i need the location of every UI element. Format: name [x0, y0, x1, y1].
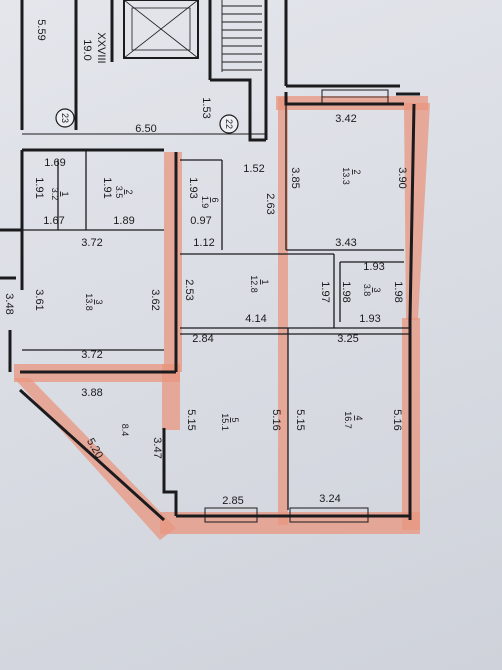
stair-area: 19.0 — [81, 39, 93, 60]
room-5: 5 15.1 — [220, 413, 240, 431]
axis-label-22: 22 — [224, 119, 234, 129]
room-2: 2 13.3 — [341, 167, 362, 185]
dim-516-a: 5.16 — [270, 409, 282, 430]
stair-number: XXVIII — [95, 32, 107, 63]
svg-text:2: 2 — [124, 189, 134, 194]
dim-388: 3.88 — [81, 387, 102, 399]
dim-285: 2.85 — [222, 495, 243, 507]
room-2-left: 2 3.5 — [114, 186, 134, 199]
dim-362: 3.62 — [149, 289, 161, 310]
dim-193: 1.93 — [187, 177, 199, 198]
main-apartment-dims: 1.52 1.93 0.97 1.12 2.63 2.53 3.42 3.85 … — [183, 113, 408, 507]
room-4: 4 16.7 — [343, 411, 364, 429]
room-3-small: 3 3.8 — [362, 284, 382, 297]
left-apartment-dims: 1.69 1.91 1.91 1.67 1.89 3.72 3.72 3.61 … — [3, 157, 163, 461]
svg-text:3.2: 3.2 — [50, 188, 60, 201]
dim-385: 3.85 — [289, 167, 301, 188]
axis-markers: 23 22 — [55, 108, 239, 134]
svg-text:3.8: 3.8 — [362, 284, 372, 297]
svg-text:3: 3 — [372, 287, 382, 292]
dim-197: 1.97 — [319, 281, 331, 302]
axis-marker-22 — [219, 114, 239, 134]
svg-text:13.3: 13.3 — [341, 167, 351, 185]
dim-167: 1.67 — [43, 215, 64, 227]
svg-text:12.8: 12.8 — [249, 275, 259, 293]
svg-text:1: 1 — [260, 279, 270, 284]
walls — [0, 0, 420, 523]
dim-347: 3.47 — [151, 437, 163, 458]
dim-169: 1.69 — [44, 157, 65, 169]
room-1: 1 12.8 — [249, 275, 270, 293]
svg-text:5: 5 — [230, 417, 240, 422]
stair-depth-dim: 1.53 — [200, 97, 212, 118]
svg-text:16.7: 16.7 — [343, 411, 353, 429]
dim-390: 3.90 — [396, 167, 408, 188]
dim-253: 2.53 — [183, 279, 195, 300]
dim-152: 1.52 — [243, 163, 264, 175]
dim-189: 1.89 — [113, 215, 134, 227]
dim-191-a: 1.91 — [33, 177, 45, 198]
corridor-width-dim: 6.50 — [135, 123, 156, 135]
dim-284: 2.84 — [192, 333, 213, 345]
dim-342: 3.42 — [335, 113, 356, 125]
dim-193-c: 1.93 — [359, 313, 380, 325]
dim-348: 3.48 — [3, 293, 15, 314]
svg-text:1: 1 — [60, 191, 70, 196]
dim-112: 1.12 — [193, 237, 214, 249]
dim-325: 3.25 — [337, 333, 358, 345]
room-6: 6 1.9 — [200, 196, 220, 209]
svg-text:3: 3 — [94, 299, 104, 304]
dim-198-b: 1.98 — [392, 281, 404, 302]
room-1-left: 1 3.2 — [50, 188, 70, 201]
dim-193-b: 1.93 — [363, 261, 384, 273]
svg-text:15.1: 15.1 — [220, 413, 230, 431]
dim-516-b: 5.16 — [391, 409, 403, 430]
dim-361: 3.61 — [33, 289, 45, 310]
dim-097: 0.97 — [190, 215, 211, 227]
dim-372-b: 3.72 — [81, 349, 102, 361]
svg-text:4: 4 — [354, 415, 364, 420]
dim-414: 4.14 — [245, 313, 266, 325]
svg-text:13.8: 13.8 — [84, 293, 94, 311]
stair-side-dim: 5.59 — [35, 19, 47, 40]
dim-515-a: 5.15 — [185, 409, 197, 430]
svg-text:3.5: 3.5 — [114, 186, 124, 199]
svg-text:6: 6 — [210, 197, 220, 202]
room-8-4-area: 8.4 — [120, 424, 130, 437]
dim-191-b: 1.91 — [101, 177, 113, 198]
dim-198-a: 1.98 — [340, 281, 352, 302]
dim-372-a: 3.72 — [81, 237, 102, 249]
dim-263: 2.63 — [264, 193, 276, 214]
dim-324: 3.24 — [319, 493, 340, 505]
room-3-left: 3 13.8 — [84, 293, 104, 311]
axis-label-23: 23 — [60, 113, 70, 123]
svg-text:2: 2 — [352, 169, 362, 174]
svg-text:1.9: 1.9 — [200, 196, 210, 209]
dim-343: 3.43 — [335, 237, 356, 249]
dim-515-b: 5.15 — [294, 409, 306, 430]
axis-marker-23 — [55, 108, 75, 128]
room-labels: 2 13.3 1 12.8 3 3.8 5 15.1 4 16.7 6 1.9 … — [50, 167, 382, 431]
